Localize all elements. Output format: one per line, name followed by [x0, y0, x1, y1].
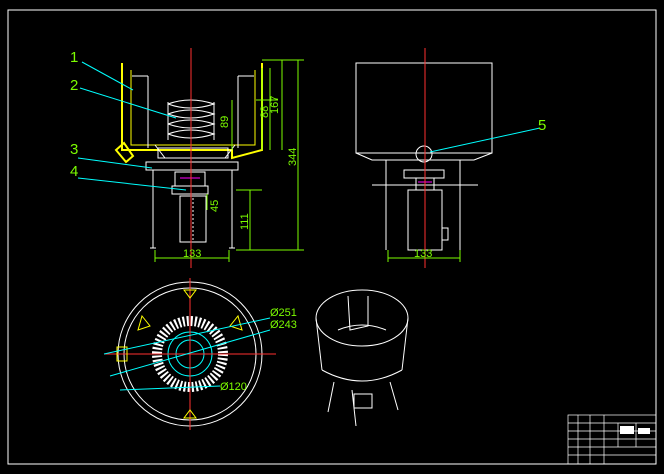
side-view: 133 5: [355, 48, 546, 268]
side-outlet: [415, 145, 433, 163]
title-block: [567, 414, 657, 465]
iso-spiral-turn: [337, 324, 387, 331]
dim-d120: Ø120: [220, 381, 247, 393]
dim-344: 344: [287, 148, 299, 166]
dim-89: 89: [219, 116, 231, 128]
support-plate: [145, 161, 239, 171]
side-dimension-lines: [387, 250, 461, 262]
dim-45: 45: [209, 200, 221, 212]
iso-bottom: [321, 369, 403, 382]
side-hopper: [355, 62, 493, 154]
iso-motor: [353, 393, 373, 409]
iso-wall-left: [315, 317, 323, 371]
balloon-5: 5: [538, 117, 546, 134]
sheet-border: [7, 9, 657, 465]
top-view: Ø251 Ø243 Ø120: [103, 278, 297, 430]
balloon-3: 3: [70, 141, 78, 158]
motor-body: [179, 195, 207, 243]
motor-flange: [171, 185, 209, 195]
iso-top-rim: [315, 289, 409, 347]
mark-nw: [137, 314, 151, 331]
discharge-chute: [114, 141, 135, 164]
mark-ne: [229, 314, 243, 331]
hopper-inner-wall: [130, 70, 256, 146]
vibrator-base: [174, 171, 206, 187]
top-outlet: [116, 346, 128, 362]
bowl-bottom: [154, 144, 236, 159]
bowl-plate: [157, 147, 229, 159]
leader-5: [429, 127, 541, 153]
balloon-1: 1: [70, 49, 78, 66]
iso-spiral-post: [347, 295, 369, 331]
spiral-track: [167, 99, 216, 140]
iso-leg-1: [327, 381, 335, 413]
front-view: 89 88 167 344 111 45 133 1 2 3 4: [70, 48, 304, 268]
side-motor-box: [441, 227, 449, 241]
dim-167: 167: [269, 96, 281, 114]
front-dimension-lines: [154, 59, 304, 262]
dim-133-front: 133: [183, 248, 201, 260]
dim-133-side: 133: [414, 248, 432, 260]
dim-d243: Ø243: [270, 319, 297, 331]
side-bowl-bottom: [355, 152, 493, 161]
dim-88: 88: [259, 106, 271, 118]
mark-n: [183, 289, 197, 299]
mark-s: [183, 409, 197, 419]
front-leaders: [77, 61, 187, 191]
top-leaders: [103, 317, 271, 391]
iso-wall-right: [401, 317, 409, 371]
balloon-2: 2: [70, 77, 78, 94]
side-support-plate: [403, 169, 445, 179]
iso-leg-3: [389, 381, 399, 411]
dim-111: 111: [239, 213, 251, 230]
dim-d251: Ø251: [270, 307, 297, 319]
isometric-view: [315, 289, 409, 427]
balloon-4: 4: [70, 163, 78, 180]
